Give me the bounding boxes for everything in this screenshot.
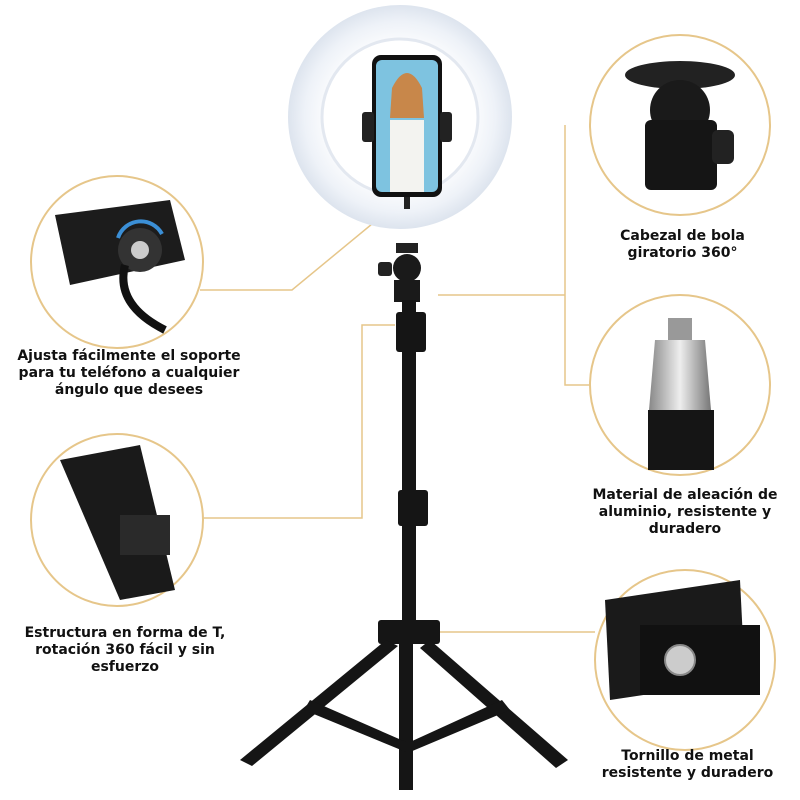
detail-circle-phone-holder (30, 175, 204, 349)
caption-aluminum: Material de aleación de aluminio, resist… (592, 487, 778, 537)
detail-circle-aluminum (589, 294, 771, 476)
detail-circle-screw (594, 569, 776, 751)
ball-head (378, 243, 421, 302)
detail-circle-ball-head (589, 34, 771, 216)
caption-phone-holder: Ajusta fácilmente el soporte para tu tel… (17, 348, 241, 398)
phone (362, 55, 452, 209)
caption-screw: Tornillo de metal resistente y duradero (601, 748, 774, 781)
tripod (240, 300, 568, 790)
connector-lines (200, 125, 595, 633)
detail-circle-t-structure (30, 433, 204, 607)
caption-ball-head: Cabezal de bola giratorio 360° (620, 228, 745, 261)
caption-t-structure: Estructura en forma de T, rotación 360 f… (24, 625, 226, 675)
